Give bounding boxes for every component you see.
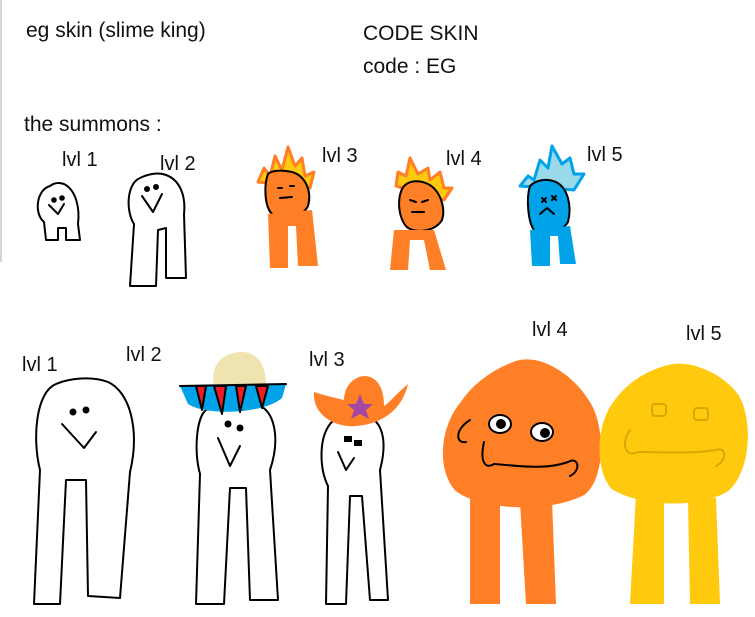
summon-row2-lvl1 [33, 377, 135, 605]
summon-row2-lvl5 [599, 363, 748, 604]
row1-lvl2-label: lvl 2 [160, 153, 196, 175]
row1-lvl5-label: lvl 5 [587, 144, 623, 166]
left-edge-line [0, 0, 2, 262]
summon-row2-lvl2 [179, 352, 287, 605]
row2-lvl1-label: lvl 1 [22, 354, 58, 376]
row1-lvl1-label: lvl 1 [62, 149, 98, 171]
summon-row1-lvl3 [256, 145, 318, 268]
row1-lvl3-label: lvl 3 [322, 145, 358, 167]
summon-row1-lvl4 [390, 156, 454, 270]
summon-row1-lvl1 [36, 181, 81, 241]
summon-row2-lvl4 [442, 359, 601, 604]
skin-name: eg skin (slime king) [26, 19, 206, 42]
code-line: code : EG [363, 55, 457, 78]
row1-lvl4-label: lvl 4 [446, 148, 482, 170]
row2-lvl5-label: lvl 5 [686, 323, 722, 345]
summon-row1-lvl2 [127, 172, 187, 287]
code-skin-title: CODE SKIN [363, 22, 479, 45]
row2-lvl4-label: lvl 4 [532, 319, 568, 341]
row2-lvl3-label: lvl 3 [309, 349, 345, 371]
row2-lvl2-label: lvl 2 [126, 344, 162, 366]
summons-heading: the summons : [24, 113, 162, 136]
summon-row1-lvl5 [518, 144, 586, 266]
summon-row2-lvl3 [313, 376, 408, 605]
